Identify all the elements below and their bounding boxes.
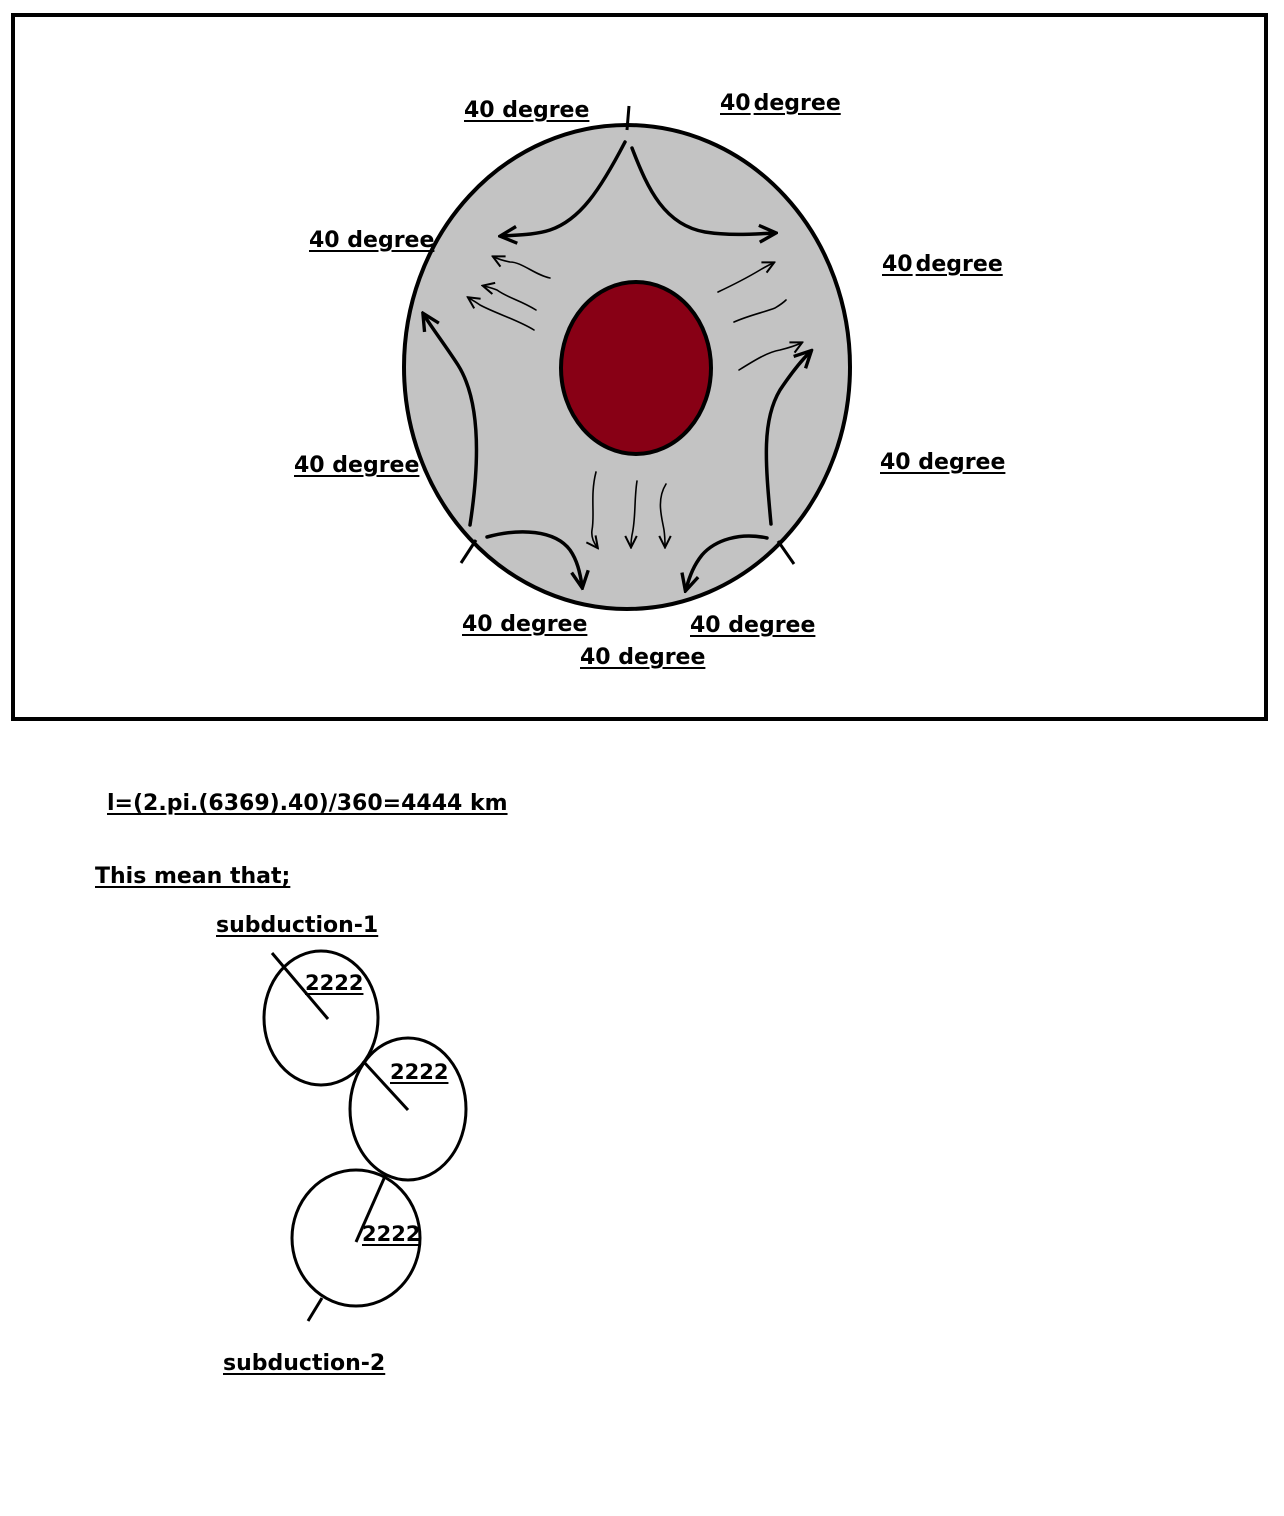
convection-arrow-right (764, 352, 810, 526)
radius-line-2 (361, 1059, 410, 1112)
flow-arrow (494, 257, 551, 279)
flow-arrow (733, 299, 787, 323)
plate-value-1: 2222 (305, 971, 364, 995)
degree-number: 40 (720, 91, 751, 116)
plate-circle-2 (348, 1036, 468, 1182)
convection-arrow-top-right (630, 146, 774, 234)
radius-line-3 (354, 1173, 388, 1243)
subduction-1-line (270, 952, 330, 1020)
degree-label-top-left: 40 degree (464, 98, 590, 123)
plate-value-2: 2222 (390, 1060, 449, 1084)
flow-arrow (738, 343, 801, 371)
ridge-tick-top (625, 105, 631, 131)
degree-label-lower-left: 40 degree (294, 453, 420, 478)
degree-label-lower-right: 40 degree (880, 450, 1006, 475)
earth-core (559, 280, 713, 456)
degree-word: degree (753, 91, 841, 116)
meaning-text: This mean that; (95, 864, 291, 889)
subduction-1-label: subduction-1 (216, 913, 379, 938)
plate-circle-1 (262, 949, 380, 1087)
degree-word: degree (915, 252, 1003, 277)
convection-arrow-bottom-right (686, 534, 769, 589)
degree-label-bottom-left: 40 degree (462, 612, 588, 637)
flow-arrow (484, 286, 537, 311)
ridge-tick-bottom-left (459, 539, 478, 564)
degree-label-bottom: 40 degree (580, 645, 706, 670)
subduction-2-line (306, 1297, 324, 1322)
plate-value-3: 2222 (362, 1222, 421, 1246)
convection-arrow-bottom-left (485, 530, 582, 586)
degree-number: 40 (882, 252, 913, 277)
flow-arrow (717, 263, 773, 293)
convection-arrow-top-left (502, 140, 627, 236)
flow-arrow (660, 483, 666, 546)
ridge-tick-bottom-right (776, 540, 796, 565)
convection-arrow-left (424, 315, 479, 527)
flow-arrow (469, 298, 535, 331)
degree-label-bottom-right: 40 degree (690, 613, 816, 638)
flow-arrow (592, 471, 597, 547)
degree-label-upper-left: 40 degree (309, 228, 435, 253)
plate-circle-3 (290, 1168, 422, 1308)
formula-text: l=(2.pi.(6369).40)/360=4444 km (107, 791, 508, 816)
subduction-2-label: subduction-2 (223, 1351, 386, 1376)
flow-arrow (631, 480, 638, 546)
